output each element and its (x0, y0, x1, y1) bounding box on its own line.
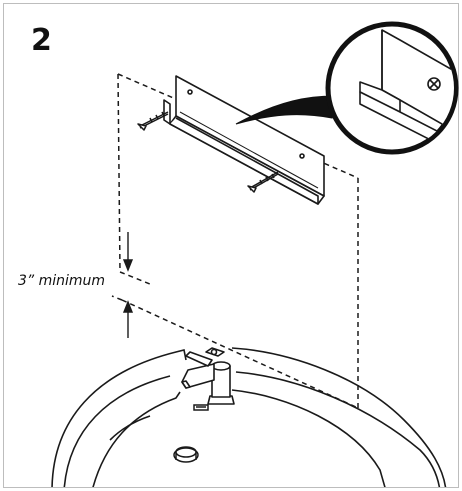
magnifier-callout-icon (325, 21, 459, 155)
screw-icon (247, 171, 279, 193)
dimension-label: 3” minimum (18, 273, 106, 289)
arrow-up-icon (122, 300, 134, 338)
arrow-down-icon (122, 232, 134, 272)
callout-pointer (235, 95, 335, 125)
screw-icon (137, 111, 169, 131)
faucet-icon (181, 347, 235, 405)
step-number: 2 (31, 23, 52, 58)
mounting-bracket-icon (163, 75, 325, 205)
sink-icon (51, 347, 447, 487)
drain-icon (173, 404, 209, 463)
